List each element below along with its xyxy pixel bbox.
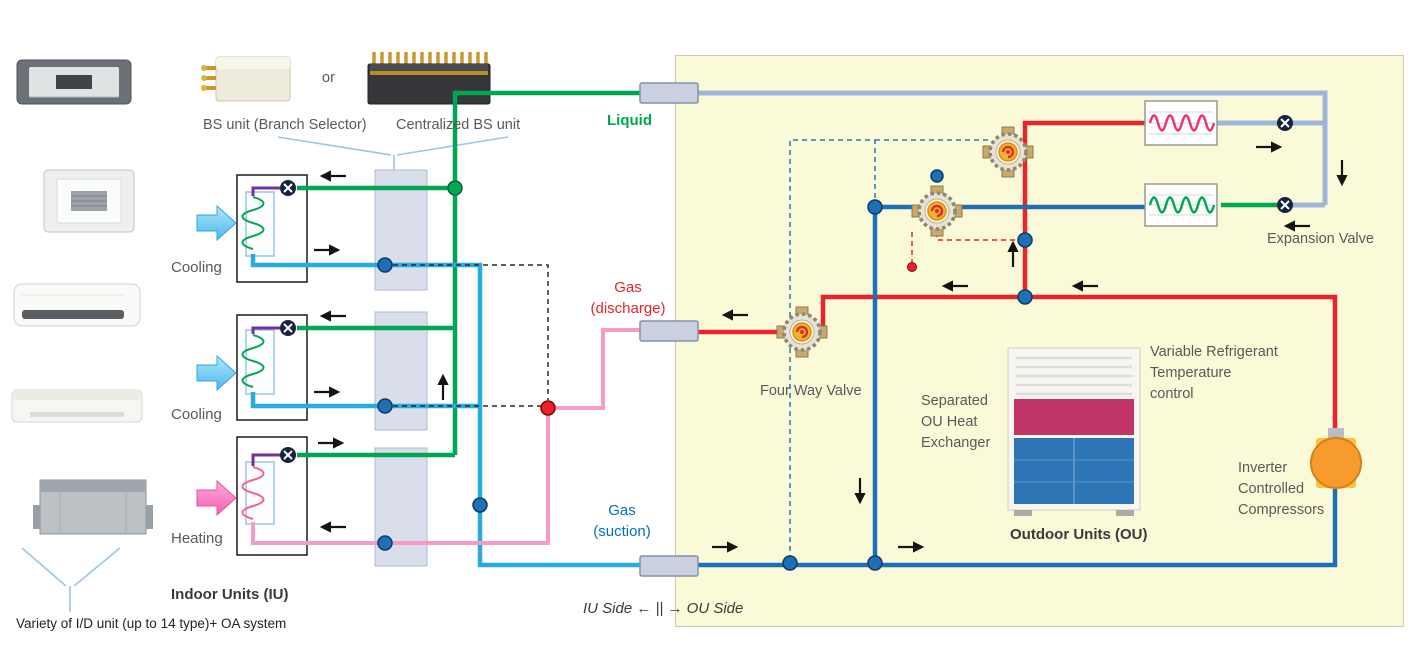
red-dashed-control-lines	[911, 232, 1022, 262]
suction-pipe-connector	[639, 555, 699, 577]
iu-coil-1	[241, 196, 265, 250]
node-blue-4	[472, 497, 488, 513]
gas-suction-label-line2: (suction)	[593, 523, 651, 540]
junction-nodes	[377, 169, 1033, 571]
heating-label: Heating	[171, 530, 223, 547]
ou-expansion-valve-icon-1	[1277, 115, 1293, 131]
iu-eev-icon-1	[280, 180, 296, 196]
cooling-label-2: Cooling	[171, 406, 222, 423]
ou-heat-exchanger-2	[1144, 183, 1218, 227]
liquid-pipe-connector	[639, 82, 699, 104]
indoor-unit-cassette1-image	[16, 59, 132, 105]
node-blue-2	[377, 398, 393, 414]
centralized-bs-label: Centralized BS unit	[396, 117, 521, 133]
discharge-pipe-red	[641, 120, 1338, 440]
outdoor-unit-image	[1007, 347, 1141, 516]
indoor-units-title: Indoor Units (IU)	[171, 586, 289, 603]
discharge-pipe-connector	[639, 320, 699, 342]
bs-selector-boxes	[374, 169, 428, 567]
indoor-unit-duct-image	[33, 479, 153, 535]
node-green	[447, 180, 463, 196]
node-blue-6	[867, 555, 883, 571]
cooling-mode-arrow-1	[196, 204, 237, 242]
iu-ou-side-divider-label: IU Side ← || → OU Side	[583, 600, 744, 617]
or-label: or	[322, 70, 335, 86]
iu-coil-frame-3	[245, 461, 275, 525]
centralized-bs-unit-image	[367, 52, 491, 105]
liquid-label: Liquid	[607, 112, 652, 129]
gas-discharge-label-line2: (discharge)	[590, 300, 666, 317]
node-blue-10	[1017, 289, 1033, 305]
four-way-valve-icon-1	[982, 126, 1034, 178]
black-dashed-control-lines	[393, 264, 549, 407]
ou-heat-exchanger-1	[1144, 100, 1218, 146]
bs-unit-label: BS unit (Branch Selector)	[203, 117, 367, 133]
iu-coil-3	[241, 466, 265, 520]
iu-schematic-boxes	[236, 174, 308, 556]
inverter-label-line2: Controlled	[1238, 481, 1305, 497]
node-blue-1	[377, 257, 393, 273]
expansion-valve-icons	[280, 115, 1293, 463]
iu-eev-pipe-purple	[251, 186, 280, 466]
hx1-coil	[1148, 114, 1216, 132]
vrt-label-line2: Temperature	[1150, 365, 1232, 381]
cooling-label-1: Cooling	[171, 259, 222, 276]
node-blue-9	[1017, 232, 1033, 248]
hx2-coil	[1148, 196, 1216, 214]
node-blue-7	[867, 199, 883, 215]
vrt-label-line1: Variable Refrigerant	[1150, 344, 1278, 360]
four-way-valve-label: Four Way Valve	[760, 383, 862, 399]
liquid-pipe-green	[297, 90, 1285, 458]
expansion-valve-label: Expansion Valve	[1267, 231, 1374, 247]
variety-note: Variety of I/D unit (up to 14 type)+ OA …	[16, 616, 287, 631]
gas-discharge-label-line1: Gas	[614, 279, 642, 296]
four-way-valve-icon-2	[911, 185, 963, 237]
inverter-label-line1: Inverter	[1238, 460, 1288, 476]
separated-hx-label-line3: Exchanger	[921, 435, 991, 451]
flow-arrows	[314, 141, 1348, 553]
vrt-label-line3: control	[1150, 386, 1194, 402]
heating-mode-arrow	[196, 479, 237, 517]
four-way-valve-icon-3	[776, 306, 828, 358]
cooling-mode-arrow-2	[196, 354, 237, 392]
iu-coil-2	[241, 334, 265, 388]
node-blue-5	[782, 555, 798, 571]
iu-coil-frame-1	[245, 191, 275, 257]
separated-hx-label-line2: OU Heat	[921, 414, 978, 430]
node-red-small	[907, 262, 917, 272]
bs-unit-image	[201, 56, 291, 102]
indoor-unit-suspended-image	[13, 283, 141, 327]
compressor-icon	[1310, 428, 1362, 489]
separated-hx-label-line1: Separated	[921, 393, 988, 409]
node-red	[540, 400, 556, 416]
node-blue-3	[377, 535, 393, 551]
inverter-label-line3: Compressors	[1238, 502, 1325, 518]
node-blue-8	[930, 169, 944, 183]
iu-eev-icon-2	[280, 320, 296, 336]
indoor-units-brace	[21, 547, 121, 612]
ou-expansion-valve-icon-2	[1277, 197, 1293, 213]
bs-units-brace	[277, 136, 509, 172]
outdoor-units-title: Outdoor Units (OU)	[1010, 526, 1148, 543]
indoor-unit-cassette2-image	[43, 169, 135, 233]
gas-suction-label-line1: Gas	[608, 502, 636, 519]
blue-dashed-control-lines	[789, 139, 988, 560]
iu-eev-icon-3	[280, 447, 296, 463]
iu-coil-frame-2	[245, 329, 275, 395]
indoor-unit-slim-duct-image	[11, 389, 143, 423]
